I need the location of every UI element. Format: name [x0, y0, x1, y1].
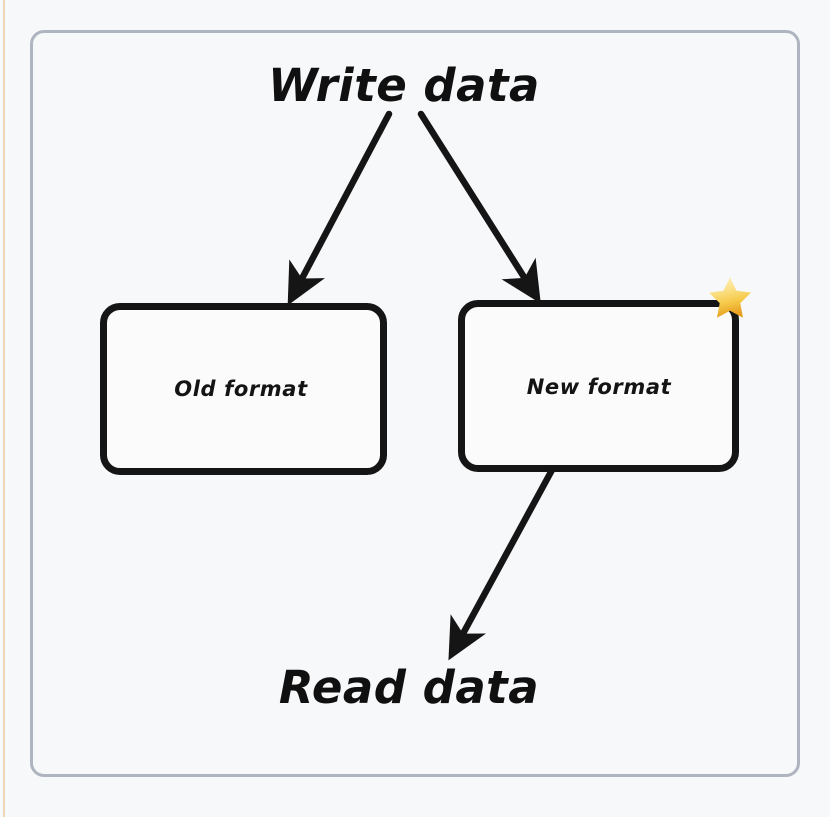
node-label-new-format: New format — [526, 375, 672, 399]
node-box-new-format[interactable] — [458, 300, 739, 472]
edge-write-to-old — [287, 110, 393, 306]
diagram-frame — [30, 30, 800, 777]
star-icon — [709, 277, 751, 318]
node-box-old-format[interactable] — [100, 303, 387, 475]
edge-new-to-read — [448, 466, 556, 661]
read-data-label: Read data — [278, 661, 540, 714]
edge-write-to-new — [417, 110, 541, 304]
node-label-old-format: Old format — [174, 377, 308, 401]
left-edge-rule — [3, 0, 5, 817]
write-data-label: Write data — [268, 59, 540, 112]
